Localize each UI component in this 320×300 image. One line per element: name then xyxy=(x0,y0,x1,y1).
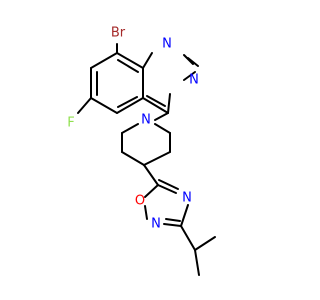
benzo-ring xyxy=(90,52,144,114)
bond-c4-n xyxy=(154,112,169,121)
molecule-structure: Br F N N N O N N xyxy=(67,25,216,276)
fluorine-atom-label: F xyxy=(67,116,74,131)
oxadiazole-ring xyxy=(144,179,189,227)
bromine-atom-label: Br xyxy=(111,26,126,41)
oxadiazole-n2-label: N xyxy=(151,217,161,232)
isopropyl-group xyxy=(180,225,216,276)
bond-pip-oxadiazole xyxy=(143,164,159,186)
bond-c-f xyxy=(77,97,92,114)
pyrimidine-ring xyxy=(142,52,199,114)
oxadiazole-n4-label: N xyxy=(182,191,192,206)
molecule-canvas: Br F N N N O N N xyxy=(67,25,216,276)
piperidine-ring xyxy=(121,123,171,166)
quinazoline-n1-label: N xyxy=(162,37,172,52)
quinazoline-n3-label: N xyxy=(189,73,199,88)
oxadiazole-o-label: O xyxy=(135,194,145,209)
piperidine-n-label: N xyxy=(141,113,151,128)
